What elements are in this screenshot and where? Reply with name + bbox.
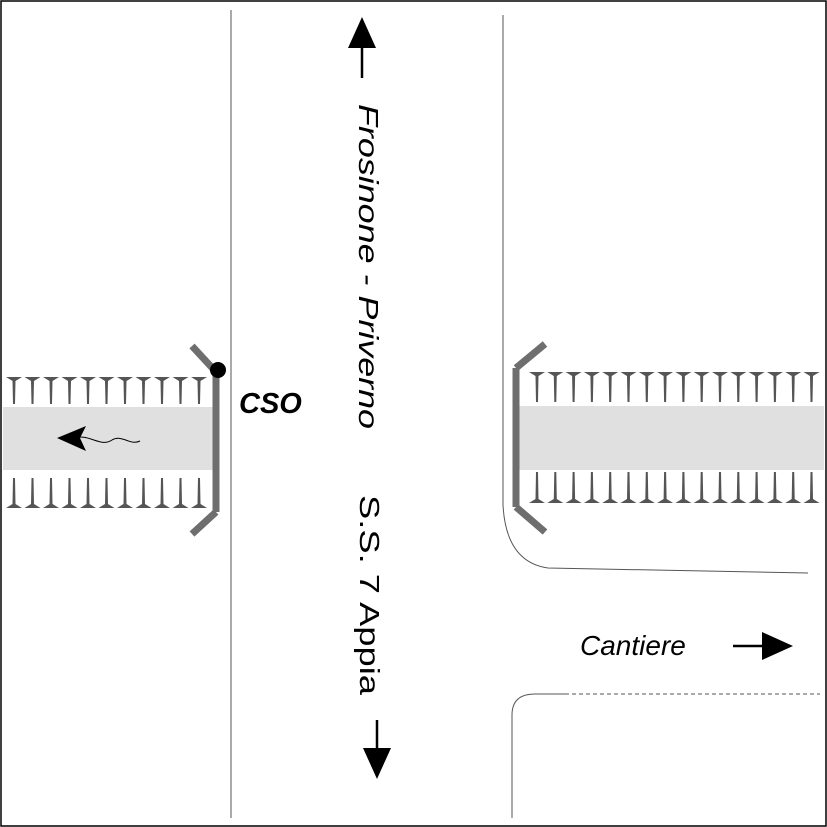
vegetation-spike bbox=[61, 478, 78, 508]
vegetation-spike bbox=[6, 478, 22, 508]
vegetation-spike bbox=[785, 472, 802, 503]
vegetation-spike bbox=[547, 472, 564, 503]
vegetation-spike bbox=[80, 478, 96, 508]
vegetation-east-bottom bbox=[529, 472, 820, 503]
vegetation-spike bbox=[547, 372, 564, 402]
vegetation-spike bbox=[98, 377, 115, 404]
vegetation-spike bbox=[117, 377, 133, 404]
vegetation-spike bbox=[191, 377, 207, 404]
headwall-east bbox=[512, 341, 548, 535]
vegetation-spike bbox=[803, 472, 820, 503]
vegetation-spike bbox=[24, 478, 41, 508]
vegetation-spike bbox=[61, 377, 78, 404]
vegetation-spike bbox=[620, 472, 637, 503]
vegetation-spike bbox=[135, 377, 152, 404]
vegetation-spike bbox=[583, 472, 600, 503]
vegetation-spike bbox=[80, 377, 96, 404]
culvert-west-channel bbox=[3, 407, 216, 470]
vegetation-west-top bbox=[6, 377, 207, 404]
vegetation-spike bbox=[748, 472, 765, 503]
vegetation-spike bbox=[6, 377, 22, 404]
vegetation-spike bbox=[602, 472, 619, 503]
road-label-north: Frosinone - Priverno bbox=[353, 104, 384, 429]
vegetation-spike bbox=[117, 478, 133, 508]
vegetation-spike bbox=[766, 472, 783, 503]
vegetation-spike bbox=[565, 472, 582, 503]
vegetation-spike bbox=[730, 472, 747, 503]
vegetation-spike bbox=[693, 472, 710, 503]
culvert-west bbox=[3, 343, 220, 537]
vegetation-spike bbox=[172, 478, 189, 508]
vegetation-spike bbox=[154, 478, 170, 508]
road-label-south: S.S. 7 Appia bbox=[354, 495, 385, 696]
vegetation-spike bbox=[657, 372, 674, 402]
vegetation-spike bbox=[730, 372, 747, 402]
vegetation-spike bbox=[583, 372, 600, 402]
vegetation-spike bbox=[529, 472, 545, 503]
vegetation-spike bbox=[675, 372, 692, 402]
vegetation-spike bbox=[657, 472, 674, 503]
vegetation-spike bbox=[24, 377, 41, 404]
vegetation-spike bbox=[803, 372, 820, 402]
cso-label: CSO bbox=[239, 388, 302, 420]
vegetation-spike bbox=[98, 478, 115, 508]
vegetation-spike bbox=[154, 377, 170, 404]
vegetation-spike bbox=[529, 372, 545, 402]
flow-arrow-icon bbox=[57, 426, 141, 451]
vegetation-spike bbox=[620, 372, 637, 402]
vegetation-east-top bbox=[529, 372, 820, 402]
cantiere-label: Cantiere bbox=[580, 630, 686, 661]
road-edge-east-north bbox=[502, 15, 809, 574]
arrow-up-icon bbox=[348, 17, 376, 78]
vegetation-spike bbox=[602, 372, 619, 402]
arrow-right-icon bbox=[733, 632, 793, 660]
vegetation-spike bbox=[693, 372, 710, 402]
culvert-east-channel bbox=[519, 406, 824, 470]
vegetation-spike bbox=[135, 478, 152, 508]
vegetation-spike bbox=[766, 372, 783, 402]
arrow-down-icon bbox=[363, 720, 391, 779]
vegetation-spike bbox=[748, 372, 765, 402]
culvert-east bbox=[512, 341, 824, 535]
vegetation-spike bbox=[191, 478, 207, 508]
vegetation-spike bbox=[712, 372, 728, 402]
vegetation-spike bbox=[638, 372, 655, 402]
road-edge-east-south bbox=[511, 693, 565, 818]
point-marker-icon bbox=[210, 362, 226, 378]
vegetation-spike bbox=[172, 377, 189, 404]
vegetation-spike bbox=[712, 472, 728, 503]
vegetation-spike bbox=[43, 377, 59, 404]
vegetation-spike bbox=[785, 372, 802, 402]
vegetation-west-bottom bbox=[6, 478, 207, 508]
vegetation-spike bbox=[565, 372, 582, 402]
vegetation-spike bbox=[638, 472, 655, 503]
vegetation-spike bbox=[43, 478, 59, 508]
vegetation-spike bbox=[675, 472, 692, 503]
